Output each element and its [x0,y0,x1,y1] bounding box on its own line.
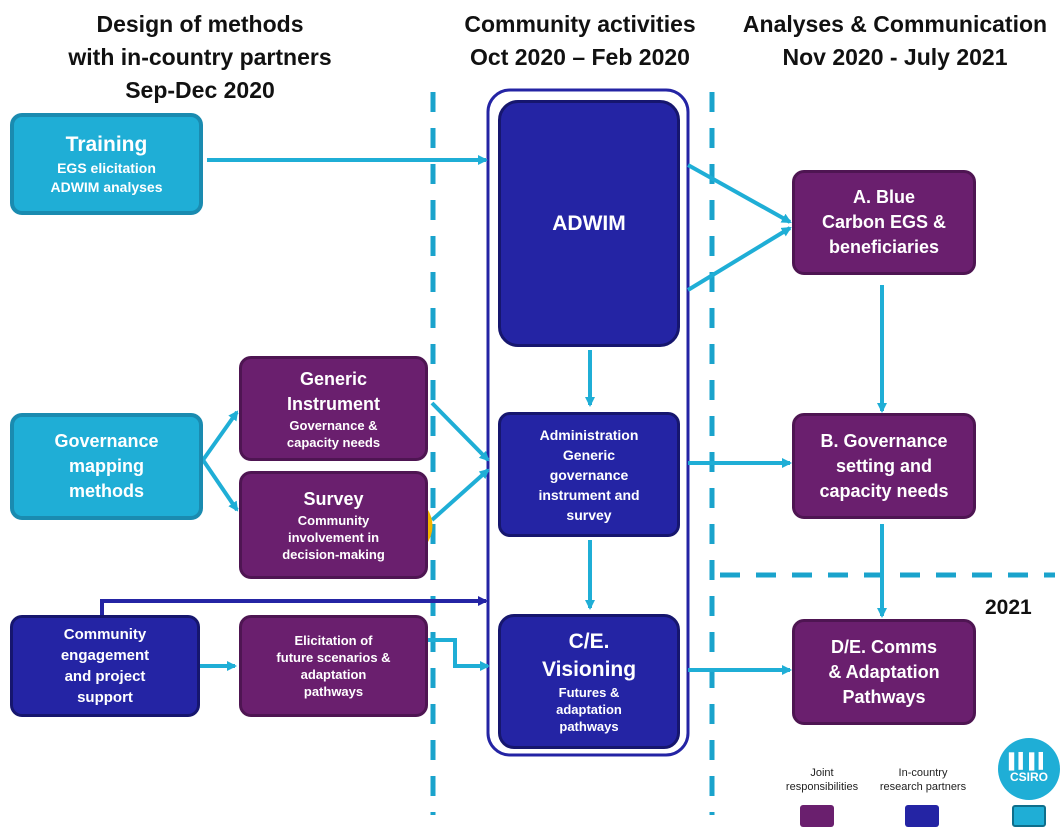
adwim-box: ADWIM [498,100,680,347]
training-title: Training [65,133,148,156]
elicitation-box: Elicitation of future scenarios & adapta… [239,615,428,717]
year-label: 2021 [985,596,1032,619]
column-title-analyses: Analyses & Communication Nov 2020 - July… [742,11,1048,70]
legend-swatch-joint [800,805,834,827]
governance-setting-box: B. Governance setting and capacity needs [792,413,976,519]
blue-carbon-box: A. Blue Carbon EGS & beneficiaries [792,170,976,275]
visioning-box: C/E. Visioning Futures & adaptation path… [498,614,680,749]
csiro-logo: ▌▍▌▍ CSIRO [998,738,1060,800]
comms-box: D/E. Comms & Adaptation Pathways [792,619,976,725]
legend-label-joint: Joint responsibilities [785,767,859,793]
governance-mapping-box: Governance mapping methods [10,413,203,520]
administration-box: Administration Generic governance instru… [498,412,680,537]
survey-box: Survey Community involvement in decision… [239,471,428,579]
column-title-design: Design of methods with in-country partne… [68,11,332,103]
generic-instrument-box: Generic Instrument Governance & capacity… [239,356,428,461]
column-title-community: Community activities Oct 2020 – Feb 2020 [464,11,696,70]
community-engagement-box: Community engagement and project support [10,615,200,717]
legend-swatch-csiro [1012,805,1046,827]
csiro-bars-icon: ▌▍▌▍ [1008,753,1050,770]
training-box: Training EGS elicitation ADWIM analyses [10,113,203,215]
legend-label-in-country: In-country research partners [879,767,967,793]
legend-swatch-in-country [905,805,939,827]
